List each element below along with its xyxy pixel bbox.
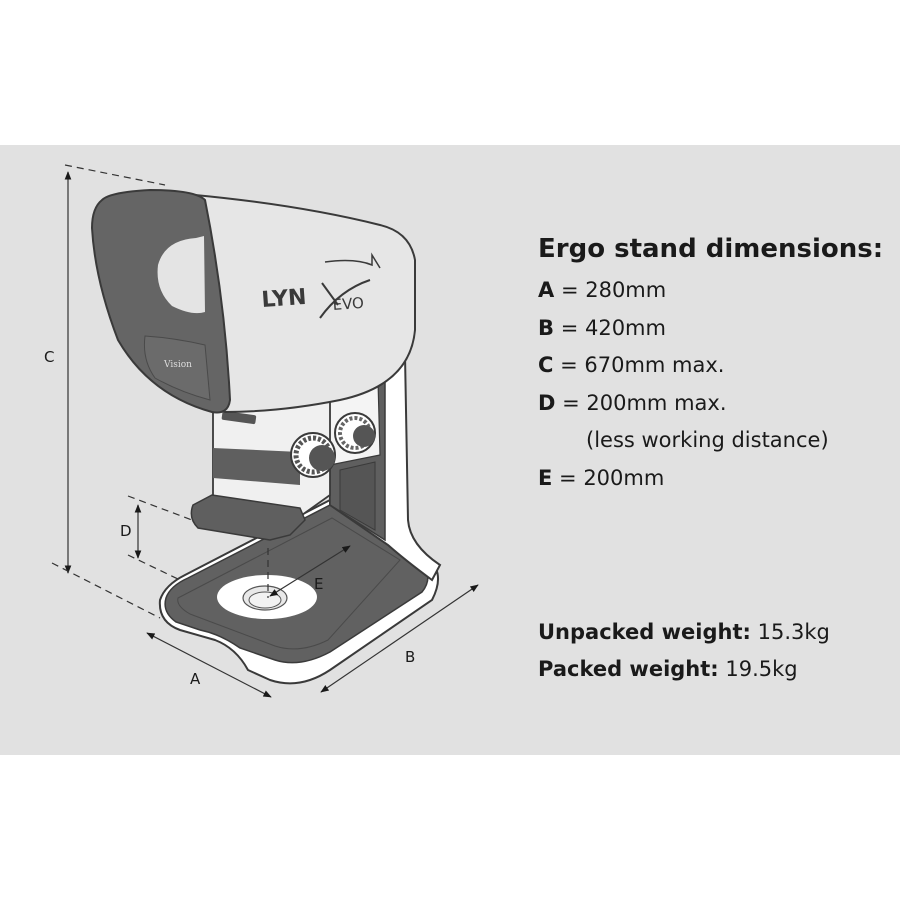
spec-row-c: C = 670mm max. xyxy=(538,347,883,385)
spec-row-e: E = 200mm xyxy=(538,460,883,498)
unpacked-weight: Unpacked weight: 15.3kg xyxy=(538,614,830,651)
spec-value: = 280mm xyxy=(560,278,667,302)
spec-value: = 670mm max. xyxy=(560,353,725,377)
dimension-label-e: E xyxy=(314,575,323,593)
weight-label: Unpacked weight: xyxy=(538,620,751,644)
dimensions-spec: Ergo stand dimensions: A = 280mm B = 420… xyxy=(538,234,883,497)
weights-spec: Unpacked weight: 15.3kg Packed weight: 1… xyxy=(538,614,830,688)
viewing-head: Vision LYN EVO xyxy=(90,188,416,414)
weight-value: 15.3kg xyxy=(757,620,830,644)
weight-label: Packed weight: xyxy=(538,657,719,681)
spec-value: = 200mm max. xyxy=(562,390,727,415)
spec-row-a: A = 280mm xyxy=(538,272,883,310)
svg-text:EVO: EVO xyxy=(332,294,364,314)
spec-value: = 420mm xyxy=(560,315,666,340)
spec-row-b: B = 420mm xyxy=(538,310,883,348)
optics-column xyxy=(190,393,331,541)
spec-title: Ergo stand dimensions: xyxy=(538,234,884,264)
spec-row-d-note: (less working distance) xyxy=(538,422,883,460)
spec-key: C xyxy=(538,353,554,377)
spec-key: B xyxy=(538,315,555,340)
dimension-label-b: B xyxy=(405,648,415,666)
weight-value: 19.5kg xyxy=(725,657,798,681)
product-logo: LYN xyxy=(261,285,308,313)
packed-weight: Packed weight: 19.5kg xyxy=(538,651,830,688)
spec-key: A xyxy=(538,278,555,302)
dimension-label-c: C xyxy=(44,348,54,366)
spec-value: = 200mm xyxy=(559,465,665,490)
spec-row-d: D = 200mm max. xyxy=(538,385,883,423)
dimension-label-d: D xyxy=(120,522,132,540)
dimension-lines xyxy=(51,164,479,698)
spec-key: E xyxy=(538,465,553,490)
spec-key: D xyxy=(538,390,556,415)
spec-note: (less working distance) xyxy=(586,428,829,452)
dimension-label-a: A xyxy=(190,670,201,688)
focus-knob xyxy=(290,412,376,478)
brand-logo: Vision xyxy=(163,360,192,370)
